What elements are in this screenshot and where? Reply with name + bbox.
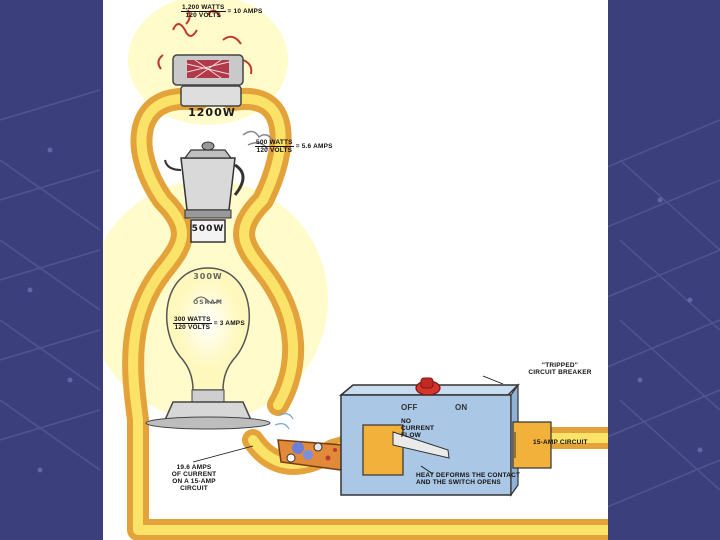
lamp-bulb-mark: OSRAM	[193, 299, 223, 306]
overload-line3: ON A 15-AMP	[172, 478, 216, 485]
no-flow-line2: CURRENT	[401, 425, 435, 432]
breaker-title-line1: "TRIPPED"	[541, 362, 579, 369]
coffee-maker-power-plate: 500W	[191, 224, 225, 234]
breaker-off-label: OFF	[401, 403, 418, 412]
no-current-flow-label: NO CURRENT FLOW	[401, 418, 434, 439]
coffee-maker-device	[164, 130, 274, 243]
lamp-device	[145, 267, 271, 430]
breaker-title: "TRIPPED" CIRCUIT BREAKER	[520, 362, 600, 376]
lamp-volts: 120 VOLTS	[174, 324, 211, 331]
coffee-maker-amps: = 5.6 AMPS	[295, 143, 333, 150]
breaker-on-label: ON	[455, 403, 468, 412]
heater-volts: 120 VOLTS	[185, 12, 222, 19]
lamp-watts: 300 WATTS	[173, 316, 212, 324]
heat-deforms-label: HEAT DEFORMS THE CONTACT AND THE SWITCH …	[416, 472, 520, 486]
lamp-power-plate: 300W	[193, 272, 223, 281]
heater-watts: 1,200 WATTS	[181, 4, 226, 12]
breaker-title-line2: CIRCUIT BREAKER	[528, 369, 592, 376]
circuit-rating-label: 15-AMP CIRCUIT	[533, 439, 588, 446]
overload-line4: CIRCUIT	[180, 485, 208, 492]
overheat-junction	[274, 413, 344, 471]
no-flow-line3: FLOW	[401, 432, 421, 439]
no-flow-line1: NO	[401, 418, 412, 425]
heater-amps: = 10 AMPS	[227, 8, 263, 15]
circuit-illustration	[103, 0, 608, 540]
coffee-maker-watts: 500 WATTS	[255, 139, 294, 147]
overload-line1: 19.6 AMPS	[176, 464, 212, 471]
breaker-box	[338, 377, 552, 497]
heat-line1: HEAT DEFORMS THE CONTACT	[416, 472, 521, 479]
overload-label: 19.6 AMPS OF CURRENT ON A 15-AMP CIRCUIT	[163, 464, 225, 492]
overload-line2: OF CURRENT	[171, 471, 217, 478]
lamp-amps: = 3 AMPS	[213, 320, 245, 327]
heater-device	[157, 9, 253, 107]
coffee-maker-volts: 120 VOLTS	[256, 147, 293, 154]
heater-power-plate: 1200W	[188, 106, 236, 119]
heat-line2: AND THE SWITCH OPENS	[416, 479, 501, 486]
